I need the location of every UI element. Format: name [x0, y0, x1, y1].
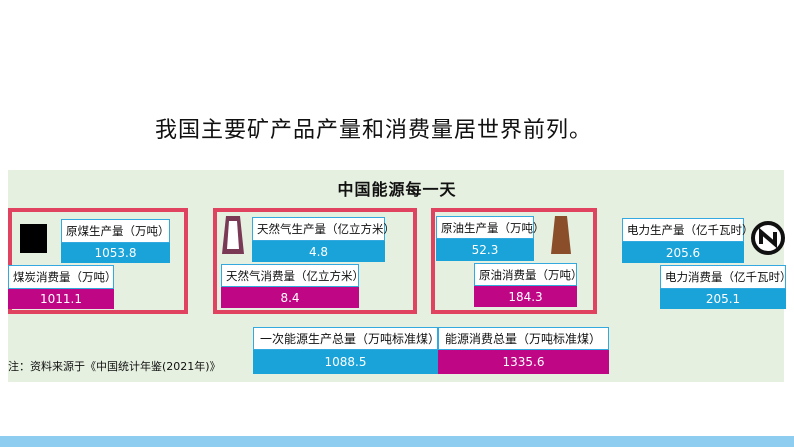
total-consumption-label: 能源消费总量（万吨标准煤） — [438, 327, 609, 350]
total-consumption-value: 1335.6 — [438, 350, 609, 374]
source-note: 注：资料来源于《中国统计年鉴(2021年)》 — [8, 360, 221, 373]
oil-group-frame — [431, 208, 597, 314]
gas-group-frame — [213, 208, 417, 314]
electricity-icon — [751, 221, 785, 255]
oil-production-value: 52.3 — [436, 239, 534, 261]
coal-consumption-value: 1011.1 — [8, 289, 114, 309]
total-production-label: 一次能源生产总量（万吨标准煤） — [253, 327, 440, 350]
oil-barrel-icon — [551, 216, 571, 254]
footer-bar — [0, 436, 794, 447]
power-production-label: 电力生产量（亿千瓦时） — [622, 218, 754, 242]
coal-block-icon — [20, 224, 47, 253]
coal-production-label: 原煤生产量（万吨） — [61, 219, 170, 243]
oil-consumption-value: 184.3 — [474, 286, 577, 307]
oil-production-label: 原油生产量（万吨） — [436, 216, 545, 239]
gas-tank-icon — [222, 216, 244, 254]
gas-production-value: 4.8 — [252, 241, 385, 262]
coal-consumption-label: 煤炭消费量（万吨） — [8, 265, 117, 289]
gas-production-label: 天然气生产量（亿立方米） — [252, 217, 395, 241]
total-production-value: 1088.5 — [253, 350, 438, 374]
power-consumption-label: 电力消费量（亿千瓦时） — [660, 265, 792, 289]
panel-title: 中国能源每一天 — [337, 180, 457, 199]
power-production-value: 205.6 — [622, 242, 744, 263]
coal-group-frame — [8, 208, 188, 314]
power-consumption-value: 205.1 — [660, 289, 786, 309]
gas-consumption-label: 天然气消费量（亿立方米） — [221, 264, 364, 287]
gas-consumption-value: 8.4 — [221, 287, 359, 308]
coal-production-value: 1053.8 — [61, 243, 170, 263]
oil-consumption-label: 原油消费量（万吨） — [474, 263, 583, 286]
page-title: 我国主要矿产品产量和消费量居世界前列。 — [155, 118, 593, 143]
